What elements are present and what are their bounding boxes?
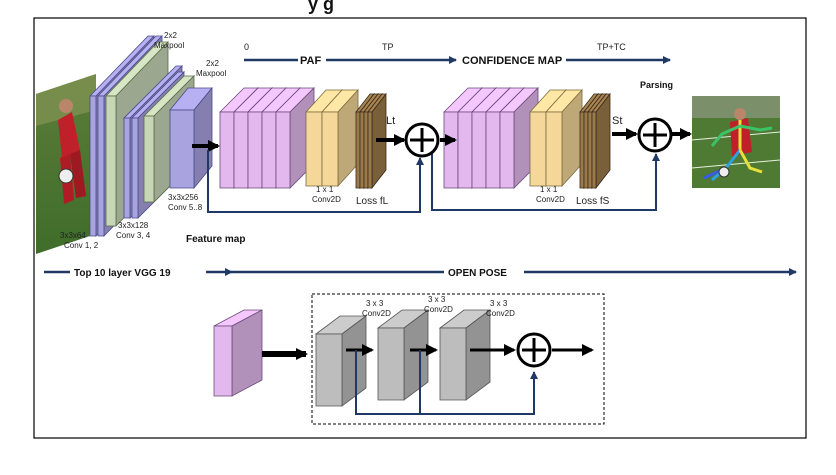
- residual-conv-block-3: [438, 309, 492, 401]
- timeline-paf: PAF: [300, 55, 321, 67]
- res-conv1-name: Conv2D: [362, 309, 391, 318]
- maxpool1-name: Maxpool: [154, 41, 184, 50]
- conv12-size: 3x3x64: [60, 231, 86, 240]
- title-partial: y g: [308, 0, 334, 14]
- timeline-tptc: TP+TC: [597, 42, 626, 52]
- conv34-name: Conv 3, 4: [116, 231, 151, 240]
- conv58-size: 3x3x256: [168, 193, 199, 202]
- feature-map-label: Feature map: [186, 234, 245, 245]
- residual-arrows: [262, 344, 594, 415]
- conf-out: St: [612, 115, 622, 127]
- residual-sum-node: [516, 332, 552, 368]
- paf-out: Lt: [386, 115, 395, 127]
- paf-conv-name: Conv2D: [312, 195, 341, 204]
- maxpool2-name: Maxpool: [196, 69, 226, 78]
- vgg-label: Top 10 layer VGG 19: [74, 268, 171, 279]
- conf-conv-name: Conv2D: [536, 195, 565, 204]
- input-image: [36, 74, 96, 254]
- maxpool1-size: 2x2: [164, 31, 177, 40]
- conv58-name: Conv 5..8: [168, 203, 203, 212]
- residual-box: [311, 293, 605, 425]
- conv12-name: Conv 1, 2: [64, 241, 99, 250]
- res-conv3-name: Conv2D: [486, 309, 515, 318]
- residual-input-block: [213, 309, 263, 397]
- sum-node-2: [637, 117, 673, 153]
- maxpool2-size: 2x2: [206, 59, 219, 68]
- res-conv3-size: 3 x 3: [490, 299, 508, 308]
- residual-conv-block-1: [314, 315, 368, 407]
- conv58-block: [169, 86, 213, 190]
- res-conv1-size: 3 x 3: [366, 299, 384, 308]
- sum-node-1: [404, 122, 440, 158]
- pipeline-arrows: [192, 128, 692, 213]
- residual-conv-block-2: [376, 309, 430, 401]
- conf-loss-slab-4: [591, 92, 611, 190]
- stage-blocks: [219, 87, 611, 190]
- diagram-frame: [33, 17, 807, 439]
- conv34-size: 3x3x128: [118, 221, 149, 230]
- conf-loss: Loss fS: [576, 196, 610, 207]
- output-image: [691, 96, 781, 188]
- timeline-parsing: Parsing: [640, 80, 673, 90]
- timeline-tp: TP: [382, 42, 394, 52]
- timeline-t0: 0: [244, 42, 249, 52]
- res-conv2-name: Conv2D: [424, 305, 453, 314]
- res-conv2-size: 3 x 3: [428, 295, 446, 304]
- openpose-label: OPEN POSE: [448, 268, 507, 279]
- conf-conv-size: 1 x 1: [540, 185, 558, 194]
- residual-blocks: [213, 309, 492, 407]
- paf-conv1x1-block-b: [321, 88, 359, 188]
- conf-conv1x1-block-b: [545, 88, 583, 188]
- paf-conv-size: 1 x 1: [316, 185, 334, 194]
- vgg-backbone: [89, 35, 213, 237]
- paf-loss: Loss fL: [356, 196, 389, 207]
- timeline-confidence: CONFIDENCE MAP: [462, 55, 562, 67]
